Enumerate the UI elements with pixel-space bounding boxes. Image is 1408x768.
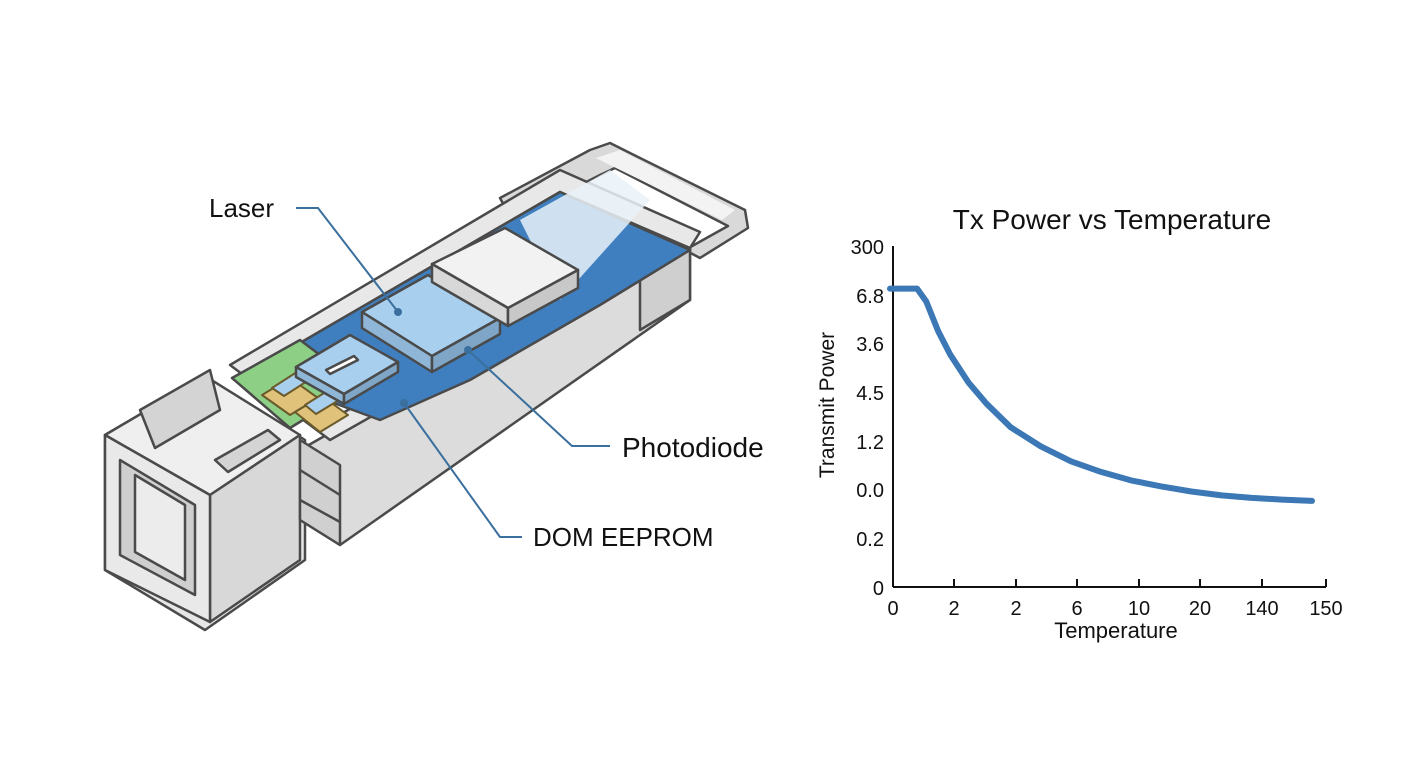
x-tick-label: 2 bbox=[1010, 598, 1021, 620]
laser-leader-dot bbox=[394, 308, 402, 316]
x-tick-label: 0 bbox=[887, 598, 898, 620]
dom-eeprom-chip bbox=[294, 333, 400, 406]
y-axis-label: Transmit Power bbox=[816, 332, 839, 478]
callout-laser: Laser bbox=[209, 193, 274, 223]
y-tick-label: 3.6 bbox=[856, 334, 884, 356]
sfp-module-illustration bbox=[103, 141, 750, 632]
y-tick-label: 300 bbox=[851, 237, 884, 259]
photodiode-leader-dot bbox=[464, 346, 472, 354]
dom-eeprom-leader-dot bbox=[400, 399, 408, 407]
x-tick-label: 150 bbox=[1309, 598, 1342, 620]
callout-leaders bbox=[296, 207, 610, 538]
callout-dots bbox=[394, 308, 472, 407]
photodiode-component bbox=[430, 226, 580, 328]
x-tick-label: 20 bbox=[1189, 598, 1211, 620]
series-line-tx-power bbox=[887, 285, 1315, 504]
y-tick-label: 4.5 bbox=[856, 383, 884, 405]
front-cage bbox=[103, 368, 342, 632]
laser-leader bbox=[296, 207, 399, 313]
x-tick-label: 10 bbox=[1128, 598, 1150, 620]
x-axis-label: Temperature bbox=[1054, 618, 1178, 643]
x-axis-ticks: 0 2 2 6 10 20 140 150 bbox=[887, 579, 1343, 620]
chart-title: Tx Power vs Temperature bbox=[953, 204, 1272, 235]
x-tick-label: 6 bbox=[1071, 598, 1082, 620]
y-tick-label: 0 bbox=[873, 578, 884, 600]
tx-power-chart: Tx Power vs Temperature 300 6.8 3.6 4.5 1.2 0… bbox=[816, 204, 1343, 643]
x-tick-label: 140 bbox=[1245, 598, 1278, 620]
x-tick-label: 2 bbox=[948, 598, 959, 620]
gold-contacts bbox=[261, 369, 349, 433]
callout-photodiode: Photodiode bbox=[622, 432, 764, 463]
dom-eeprom-leader bbox=[403, 402, 522, 538]
laser-component bbox=[360, 273, 502, 374]
bail-highlight bbox=[596, 150, 735, 220]
y-axis-ticks: 300 6.8 3.6 4.5 1.2 0.0 0.2 0 bbox=[851, 237, 884, 600]
callout-dom-eeprom: DOM EEPROM bbox=[533, 522, 714, 552]
y-tick-label: 0.2 bbox=[856, 529, 884, 551]
photodiode-leader bbox=[467, 349, 610, 447]
y-tick-label: 1.2 bbox=[856, 432, 884, 454]
y-tick-label: 0.0 bbox=[856, 480, 884, 502]
y-tick-label: 6.8 bbox=[856, 286, 884, 308]
